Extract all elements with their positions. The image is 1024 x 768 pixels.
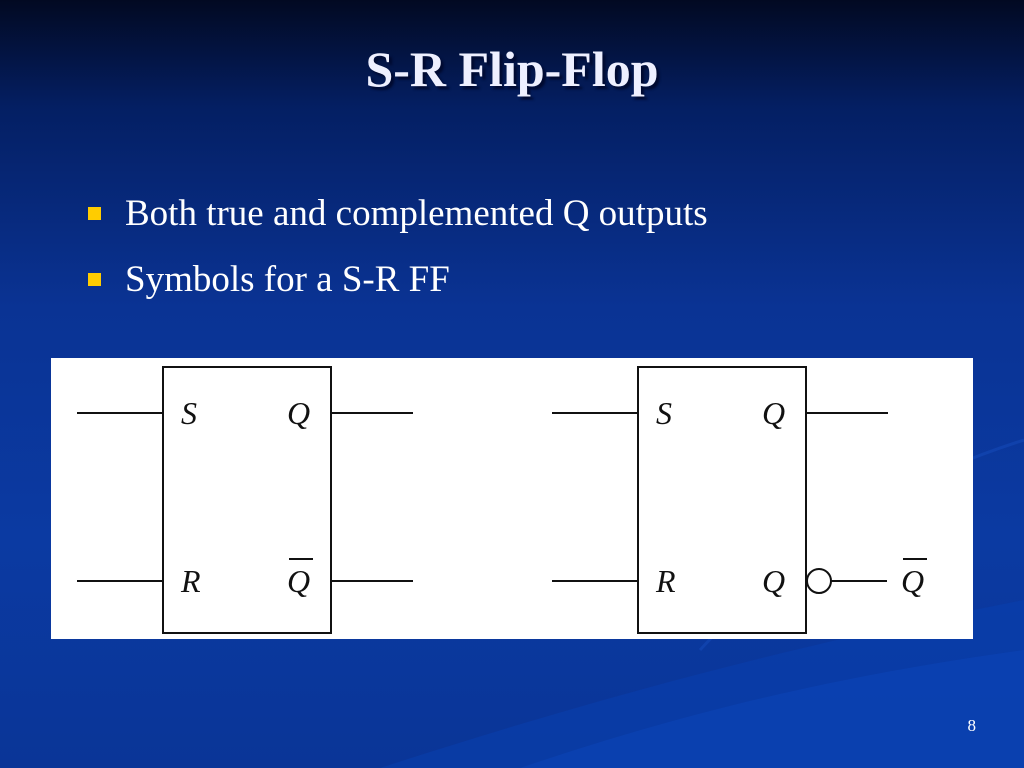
- output-label-q: Q: [762, 395, 785, 431]
- flip-flop-symbols-diagram: S R Q Q S R Q Q Q: [77, 366, 927, 634]
- output-label-q: Q: [287, 395, 310, 431]
- bullet-text: Symbols for a S-R FF: [125, 258, 450, 300]
- bullet-list: Both true and complemented Q outputs Sym…: [88, 190, 708, 322]
- inversion-bubble-icon: [806, 568, 832, 594]
- page-number: 8: [967, 716, 977, 735]
- input-label-s: S: [181, 395, 197, 431]
- square-bullet-icon: [88, 272, 101, 286]
- square-bullet-icon: [88, 206, 101, 220]
- input-label-r: R: [655, 563, 676, 599]
- output-label-q-bubbled: Q: [762, 563, 785, 599]
- external-output-label-q-complement: Q: [901, 563, 924, 599]
- sr-flip-flop-symbol-2: S R Q Q Q: [552, 366, 927, 634]
- bullet-item: Both true and complemented Q outputs: [88, 190, 708, 236]
- diagram-panel: S R Q Q S R Q Q Q: [51, 358, 973, 639]
- slide-title: S-R Flip-Flop: [365, 41, 659, 97]
- input-label-r: R: [180, 563, 201, 599]
- flip-flop-box: [162, 366, 332, 634]
- sr-flip-flop-symbol-1: S R Q Q: [77, 366, 413, 634]
- bullet-text: Both true and complemented Q outputs: [125, 192, 708, 234]
- input-label-s: S: [656, 395, 672, 431]
- bullet-item: Symbols for a S-R FF: [88, 256, 708, 302]
- output-label-q-complement: Q: [287, 563, 310, 599]
- flip-flop-box: [637, 366, 807, 634]
